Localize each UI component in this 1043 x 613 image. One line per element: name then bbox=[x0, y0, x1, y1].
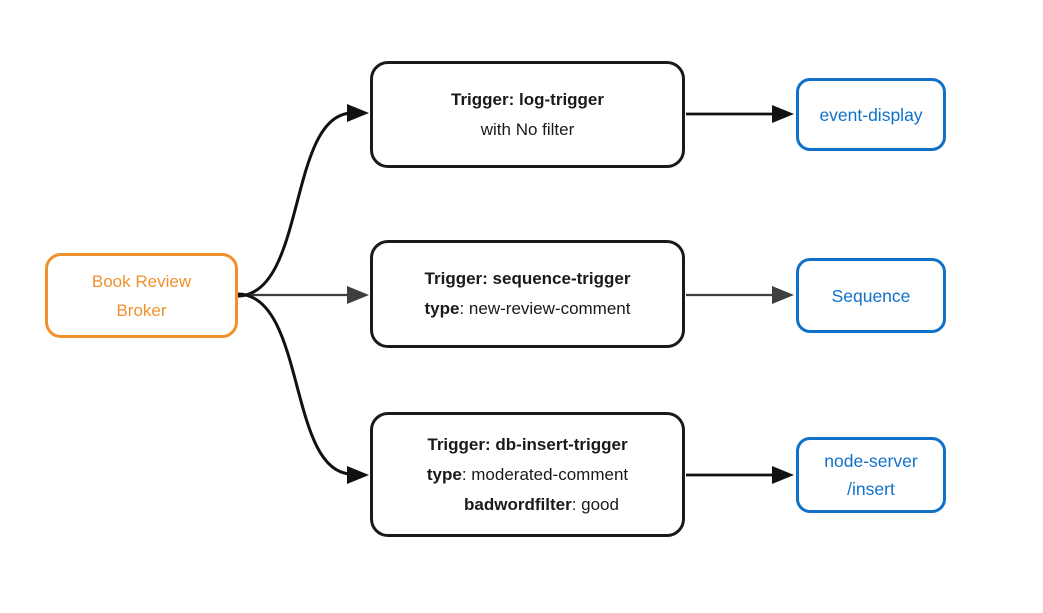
trigger-filter-note: with No filter bbox=[480, 119, 575, 139]
trigger-title: Trigger: log-trigger bbox=[451, 89, 604, 109]
trigger-attribute-key: type bbox=[426, 464, 462, 484]
trigger-node-sequence-trigger: Trigger: sequence-trigger type: new-revi… bbox=[370, 240, 685, 348]
broker-label-line2: Broker bbox=[116, 300, 167, 320]
trigger-title: Trigger: sequence-trigger bbox=[424, 269, 631, 288]
trigger-attribute-badwordfilter: badwordfilter: good bbox=[464, 490, 619, 520]
sink-node-sequence: Sequence bbox=[796, 258, 946, 333]
sink-label: Sequence bbox=[831, 285, 911, 306]
arrowhead-broker-to-sequence-trigger-icon bbox=[347, 286, 369, 304]
sink-label-line2: /insert bbox=[847, 479, 895, 499]
sink-node-event-display: event-display bbox=[796, 78, 946, 151]
arrowhead-db-insert-trigger-to-node-server-icon bbox=[772, 466, 794, 484]
trigger-node-db-insert-trigger: Trigger: db-insert-trigger type: moderat… bbox=[370, 412, 685, 537]
arrowhead-sequence-trigger-to-sequence-icon bbox=[772, 286, 794, 304]
arrowhead-broker-to-db-insert-trigger-icon bbox=[347, 466, 369, 484]
broker-label-line1: Book Review bbox=[91, 271, 192, 291]
trigger-title: Trigger: db-insert-trigger bbox=[427, 434, 628, 454]
sink-label: event-display bbox=[819, 104, 923, 125]
arrow-broker-to-log-trigger bbox=[237, 111, 353, 298]
arrowhead-broker-to-log-trigger-icon bbox=[347, 104, 369, 122]
trigger-attribute-type: type: moderated-comment bbox=[427, 460, 628, 490]
trigger-attribute-value: : moderated-comment bbox=[461, 464, 629, 484]
trigger-attribute-key: badwordfilter bbox=[464, 494, 572, 514]
arrowhead-log-trigger-to-event-display-icon bbox=[772, 105, 794, 123]
trigger-attribute-value: : new-review-comment bbox=[459, 299, 631, 318]
trigger-node-log-trigger: Trigger: log-trigger with No filter bbox=[370, 61, 685, 168]
sink-node-node-server-insert: node-server /insert bbox=[796, 437, 946, 513]
sink-label-line1: node-server bbox=[824, 451, 918, 471]
trigger-attribute-value: : good bbox=[571, 494, 619, 514]
arrow-broker-to-db-insert-trigger bbox=[237, 292, 353, 476]
trigger-attribute-key: type bbox=[424, 299, 460, 318]
broker-node: Book Review Broker bbox=[45, 253, 238, 338]
trigger-attribute-type: type: new-review-comment bbox=[425, 294, 631, 324]
